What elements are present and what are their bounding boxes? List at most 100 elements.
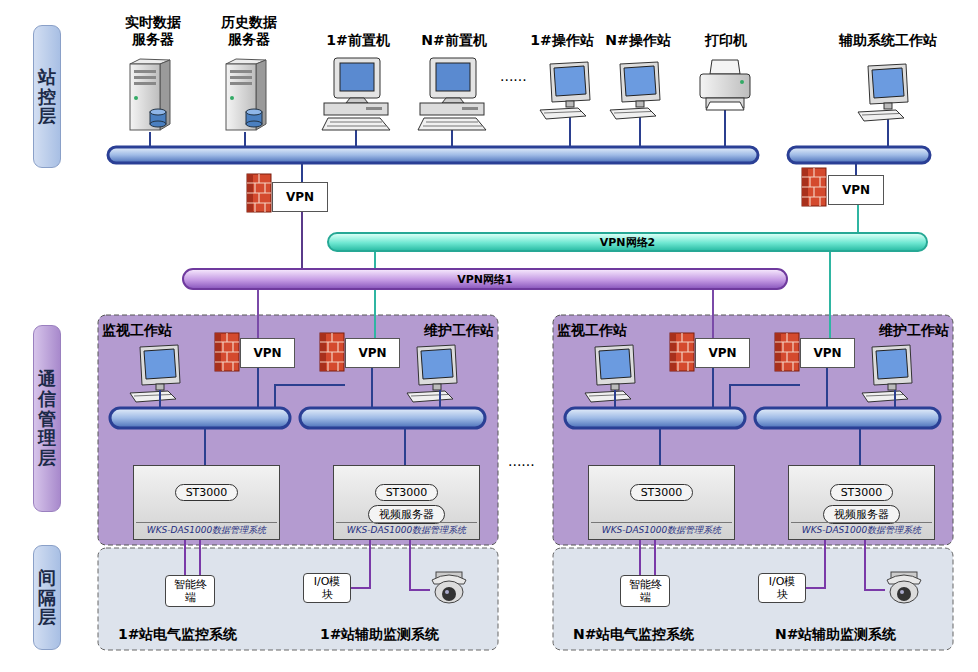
system-label: N#站辅助监测系统 <box>775 626 896 644</box>
connector-line <box>654 540 656 575</box>
node-text: VPN <box>813 346 841 360</box>
node-text: 通信管理层 <box>38 369 56 468</box>
drawing-part <box>244 132 246 147</box>
monitor-workstation: 监视工作站 <box>557 322 647 392</box>
drawing-part <box>451 130 453 147</box>
connector-line <box>374 252 376 338</box>
aux-bus <box>788 147 930 163</box>
connector-line <box>806 540 825 588</box>
layer-band: 站控层 <box>33 25 61 168</box>
connector-line <box>199 540 201 575</box>
firewall-icon <box>802 168 826 206</box>
server-node: 历史数据服务器 <box>214 14 284 132</box>
node-text: VPN <box>358 346 386 360</box>
node-text: VPN网络1 <box>457 272 512 287</box>
drawing-part <box>355 130 357 147</box>
frontend-node: N#前置机 <box>414 32 494 130</box>
node-text: VPN <box>253 346 281 360</box>
firewall-icon <box>247 174 271 212</box>
printer-node: 打印机 <box>688 32 763 112</box>
drawing-part <box>301 163 303 182</box>
vpn-gateway: VPN <box>695 338 750 368</box>
layer-band: 通信管理层 <box>33 325 61 512</box>
node-text: N#前置机 <box>414 32 494 49</box>
io-module: I/O模块 <box>758 573 806 603</box>
connector-line <box>301 212 303 268</box>
station-region <box>553 315 953 650</box>
vpn-gateway: VPN <box>828 175 884 205</box>
ellipsis: ...... <box>500 68 527 84</box>
node-text: I/O模块 <box>311 575 344 601</box>
monitor-icon <box>858 64 908 121</box>
node-text: 1#操作站 <box>522 32 602 49</box>
frontend-node: 1#前置机 <box>318 32 398 130</box>
node-text: ST3000 <box>830 484 894 501</box>
node-text: VPN <box>842 183 870 197</box>
server-node: 实时数据服务器 <box>118 14 188 132</box>
connector-line <box>351 540 370 588</box>
node-text: 历史数据服务器 <box>219 14 279 48</box>
node-text: 监视工作站 <box>102 322 192 339</box>
aux-workstation: 辅助系统工作站 <box>826 32 950 120</box>
data-manager-device: ST3000视频服务器WKS-DAS1000数据管理系统 <box>788 465 935 540</box>
system-label: N#站电气监控系统 <box>573 626 694 644</box>
vpn-gateway: VPN <box>272 182 328 212</box>
pc-icon <box>418 58 486 130</box>
drawing-part <box>639 115 641 147</box>
node-text: 维护工作站 <box>857 322 949 339</box>
node-text: ST3000 <box>175 484 239 501</box>
drawing-part <box>724 110 726 147</box>
node-text: I/O模块 <box>766 575 799 601</box>
monitor-icon <box>540 62 590 119</box>
node-text: VPN <box>708 346 736 360</box>
server-icon <box>226 59 266 130</box>
connector-line <box>857 205 859 232</box>
node-text: 智能终端 <box>629 578 662 604</box>
smart-terminal: 智能终端 <box>165 575 215 607</box>
monitor-workstation: 监视工作站 <box>102 322 192 392</box>
node-text: 智能终端 <box>174 578 207 604</box>
vpn-gateway: VPN <box>240 338 295 368</box>
connector-line <box>639 540 641 575</box>
io-module: I/O模块 <box>303 573 351 603</box>
data-manager-device: ST3000WKS-DAS1000数据管理系统 <box>588 465 735 540</box>
station-region <box>98 315 498 650</box>
node-text: VPN网络2 <box>600 235 655 250</box>
printer-icon <box>700 60 750 110</box>
drawing-part <box>855 163 857 175</box>
ellipsis: ...... <box>508 453 535 469</box>
system-label: 1#站辅助监测系统 <box>320 626 439 644</box>
vpn-gateway: VPN <box>345 338 400 368</box>
monitor-icon <box>610 62 660 119</box>
server-icon <box>130 59 170 130</box>
pc-icon <box>322 58 390 130</box>
node-text: VPN <box>286 190 314 204</box>
node-text: 辅助系统工作站 <box>826 32 950 49</box>
data-manager-device: ST3000WKS-DAS1000数据管理系统 <box>133 465 280 540</box>
maintenance-workstation: 维护工作站 <box>857 322 949 392</box>
node-text: WKS-DAS1000数据管理系统 <box>336 522 477 537</box>
station-bus <box>108 147 758 163</box>
node-text: 维护工作站 <box>402 322 494 339</box>
node-text: ST3000 <box>375 484 439 501</box>
node-text: 间隔层 <box>38 568 56 627</box>
node-text: ST3000 <box>630 484 694 501</box>
node-text: 1#前置机 <box>318 32 398 49</box>
vpn-network: VPN网络1 <box>182 268 788 290</box>
drawing-part <box>149 132 151 147</box>
node-text: WKS-DAS1000数据管理系统 <box>791 522 932 537</box>
vpn-gateway: VPN <box>800 338 855 368</box>
drawing-part <box>569 115 571 147</box>
operator-station: 1#操作站 <box>522 32 602 116</box>
node-text: WKS-DAS1000数据管理系统 <box>136 522 277 537</box>
system-label: 1#站电气监控系统 <box>118 626 237 644</box>
node-text: 打印机 <box>688 32 763 49</box>
layer-band: 间隔层 <box>33 545 61 650</box>
connector-line <box>712 290 714 338</box>
node-text: N#操作站 <box>598 32 678 49</box>
node-text: WKS-DAS1000数据管理系统 <box>591 522 732 537</box>
operator-station: N#操作站 <box>598 32 678 116</box>
node-text: 实时数据服务器 <box>123 14 183 48</box>
vpn-network: VPN网络2 <box>327 232 928 252</box>
node-text: 监视工作站 <box>557 322 647 339</box>
